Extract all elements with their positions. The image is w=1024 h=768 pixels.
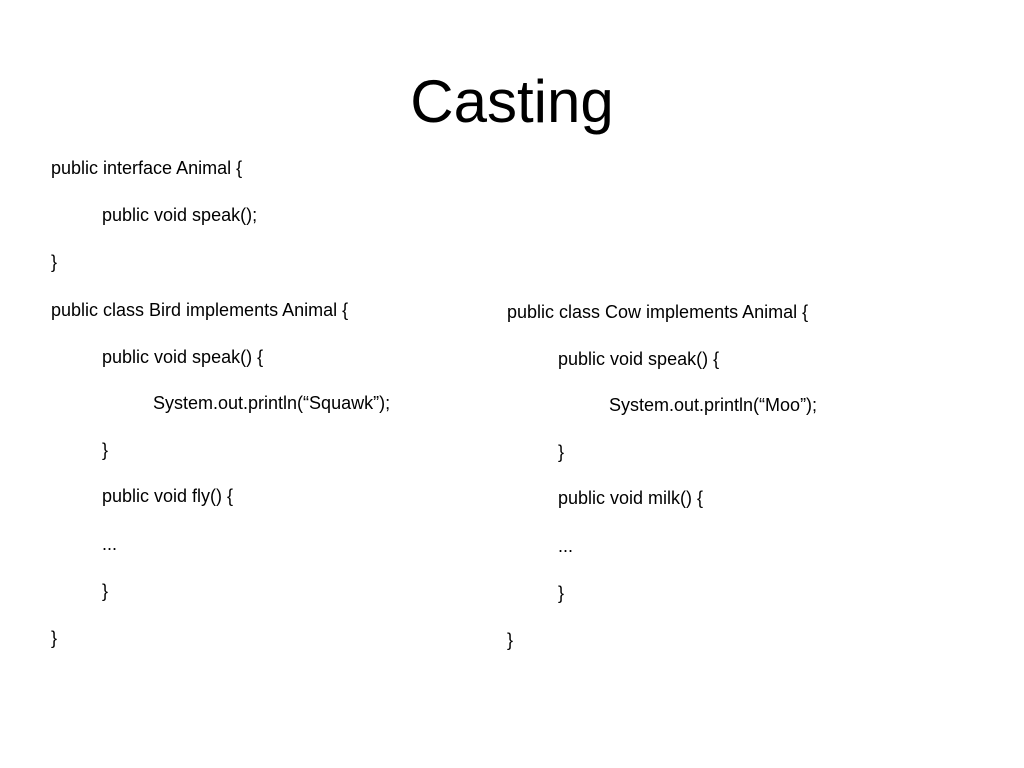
code-line: } [507, 630, 514, 650]
code-line: ... [558, 536, 574, 556]
code-line: public class Cow implements Animal { [507, 302, 809, 322]
code-line: public void speak() { [102, 347, 264, 367]
code-line: } [51, 252, 58, 272]
code-line: } [558, 583, 565, 603]
slide-title: Casting [410, 68, 614, 135]
code-line: } [558, 442, 565, 462]
code-line: public void milk() { [558, 488, 704, 508]
code-line: public void speak(); [102, 205, 258, 225]
code-line: } [51, 628, 58, 648]
code-line: public class Bird implements Animal { [51, 300, 349, 320]
code-line: public void fly() { [102, 486, 234, 506]
code-line: } [102, 440, 109, 460]
code-line: System.out.println(“Moo”); [609, 395, 818, 415]
code-line: } [102, 581, 109, 601]
code-line: System.out.println(“Squawk”); [153, 393, 391, 413]
code-line: public interface Animal { [51, 158, 243, 178]
code-line: ... [102, 534, 118, 554]
code-line: public void speak() { [558, 349, 720, 369]
